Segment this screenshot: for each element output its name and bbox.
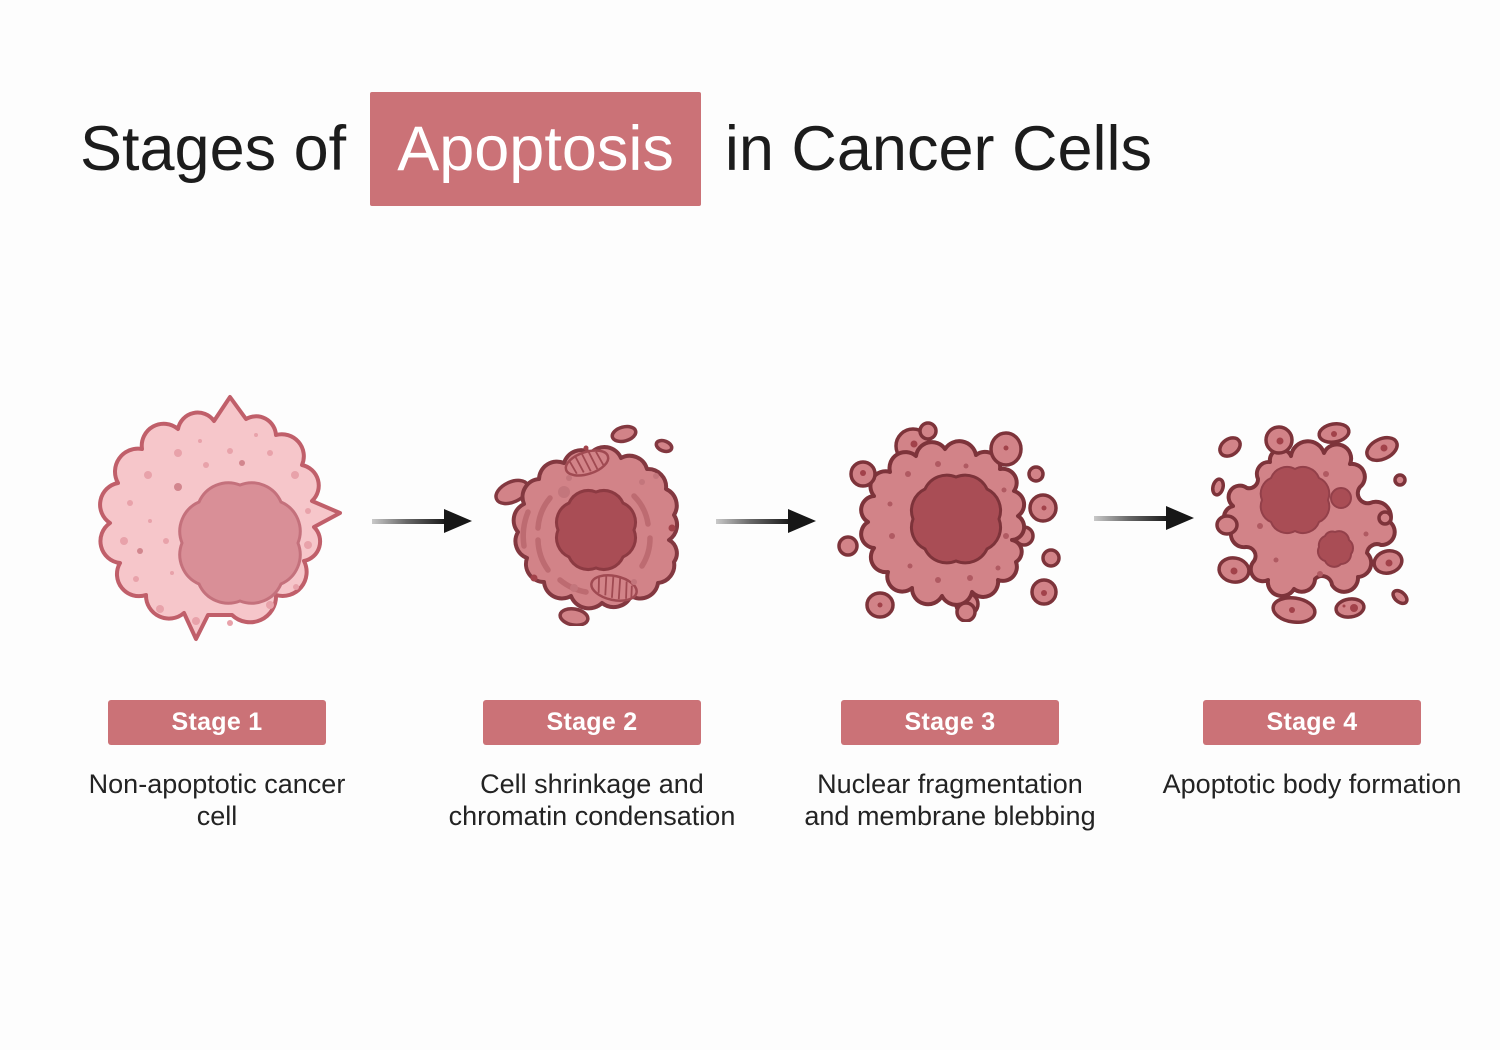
arrow-shaft [1094, 516, 1169, 521]
stage-1-cell-illustration [98, 395, 342, 641]
arrow-icon [1094, 506, 1194, 531]
cytoplasm-speckles [887, 461, 1009, 583]
stage-4-cell-illustration [1210, 422, 1409, 624]
condensed-nucleus [555, 489, 637, 571]
body-dots [1230, 431, 1393, 613]
cytoplasm-speckles [1257, 471, 1369, 577]
nucleus [909, 473, 1003, 565]
title-highlight-apoptosis: Apoptosis [370, 92, 701, 206]
arrow-shaft [716, 519, 791, 524]
title-prefix: Stages of [80, 114, 347, 184]
stage-1-badge: Stage 1 [108, 700, 326, 745]
stage-2-description: Cell shrinkage and chromatin condensatio… [448, 769, 736, 831]
stage-1-description: Non-apoptotic cancer cell [88, 769, 346, 831]
stage-3-badge: Stage 3 [841, 700, 1059, 745]
stage-3-description: Nuclear fragmentation and membrane blebb… [804, 769, 1096, 831]
page-title: Stages of Apoptosis in Cancer Cells [80, 90, 1152, 208]
mitochondrion-top [564, 449, 610, 477]
apoptotic-bodies [1210, 422, 1409, 624]
mitochondrion-bottom [590, 574, 638, 602]
title-suffix: in Cancer Cells [724, 114, 1153, 184]
shed-blebs [494, 424, 674, 626]
stage-2-cell-illustration [494, 424, 680, 626]
cytoplasm-speckles [530, 445, 676, 592]
arrow-head [788, 509, 816, 533]
bleb-dots [860, 440, 1047, 608]
stage-4-description: Apoptotic body formation [1162, 769, 1462, 799]
endoplasmic-reticulum-lines [520, 493, 653, 595]
cytoplasm-speckles [120, 433, 312, 626]
arrow-shaft [372, 519, 447, 524]
stage-2-badge: Stage 2 [483, 700, 701, 745]
arrow-icon [716, 509, 816, 534]
stage-3-cell-illustration [837, 421, 1061, 622]
arrow-icon [372, 509, 472, 534]
arrow-head [1166, 506, 1194, 530]
stage-4-badge: Stage 4 [1203, 700, 1421, 745]
nucleus [178, 481, 302, 605]
arrow-head [444, 509, 472, 533]
nucleus-fragments [1259, 466, 1354, 568]
